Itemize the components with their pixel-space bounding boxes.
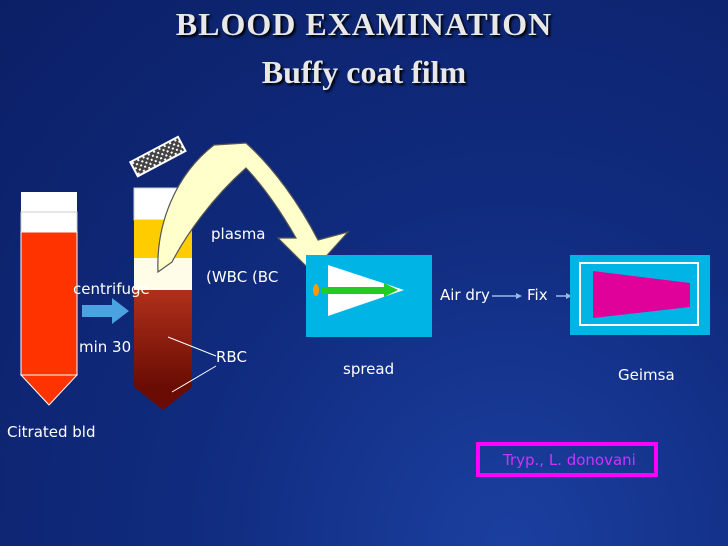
spread-arrow-shaft xyxy=(322,287,384,294)
tube2-rbc xyxy=(134,290,192,387)
rbc-pointer-1 xyxy=(167,336,217,357)
curved-arrow-shape xyxy=(157,142,350,274)
tube1-tip xyxy=(19,374,79,406)
slide-subtitle: Buffy coat film xyxy=(261,54,467,90)
spread-arrow-head xyxy=(384,283,398,297)
plasma-label: plasma xyxy=(211,225,266,243)
air-dry-arrow xyxy=(492,293,522,299)
time-label: min 30 xyxy=(79,338,132,356)
spread-slide xyxy=(306,255,432,337)
rbc-label: RBC xyxy=(216,348,247,366)
citrated-blood-label: Citrated bld xyxy=(7,423,96,441)
parasite-box xyxy=(476,442,658,477)
tube2-tip xyxy=(134,387,192,410)
spread-label: spread xyxy=(343,360,395,378)
air-dry-label: Air dry xyxy=(440,286,490,304)
geimsa-label: Geimsa xyxy=(618,366,675,384)
transfer-arrow xyxy=(157,142,350,274)
tube1-blood xyxy=(20,231,78,376)
fix-arrow xyxy=(556,293,572,299)
tube2-cap-checker xyxy=(131,139,184,175)
slide1-drop xyxy=(313,284,319,296)
centrifuge-label: centrifuge xyxy=(73,280,150,298)
rbc-pointer-2 xyxy=(171,365,217,393)
slide-title: BLOOD EXAMINATION xyxy=(175,6,553,42)
slide2-smear xyxy=(593,271,690,318)
slide2-frame xyxy=(579,262,699,326)
parasite-label: Tryp., L. donovani xyxy=(503,451,636,469)
wbc-label: (WBC (BC xyxy=(206,268,279,286)
fix-label: Fix xyxy=(527,286,548,304)
citrated-blood-tube xyxy=(19,192,79,406)
tube1-top xyxy=(20,211,78,233)
tube2-cap xyxy=(128,135,187,178)
stained-slide xyxy=(570,255,710,335)
centrifuge-arrow xyxy=(82,298,129,324)
tube1-cap-checker xyxy=(23,194,76,211)
